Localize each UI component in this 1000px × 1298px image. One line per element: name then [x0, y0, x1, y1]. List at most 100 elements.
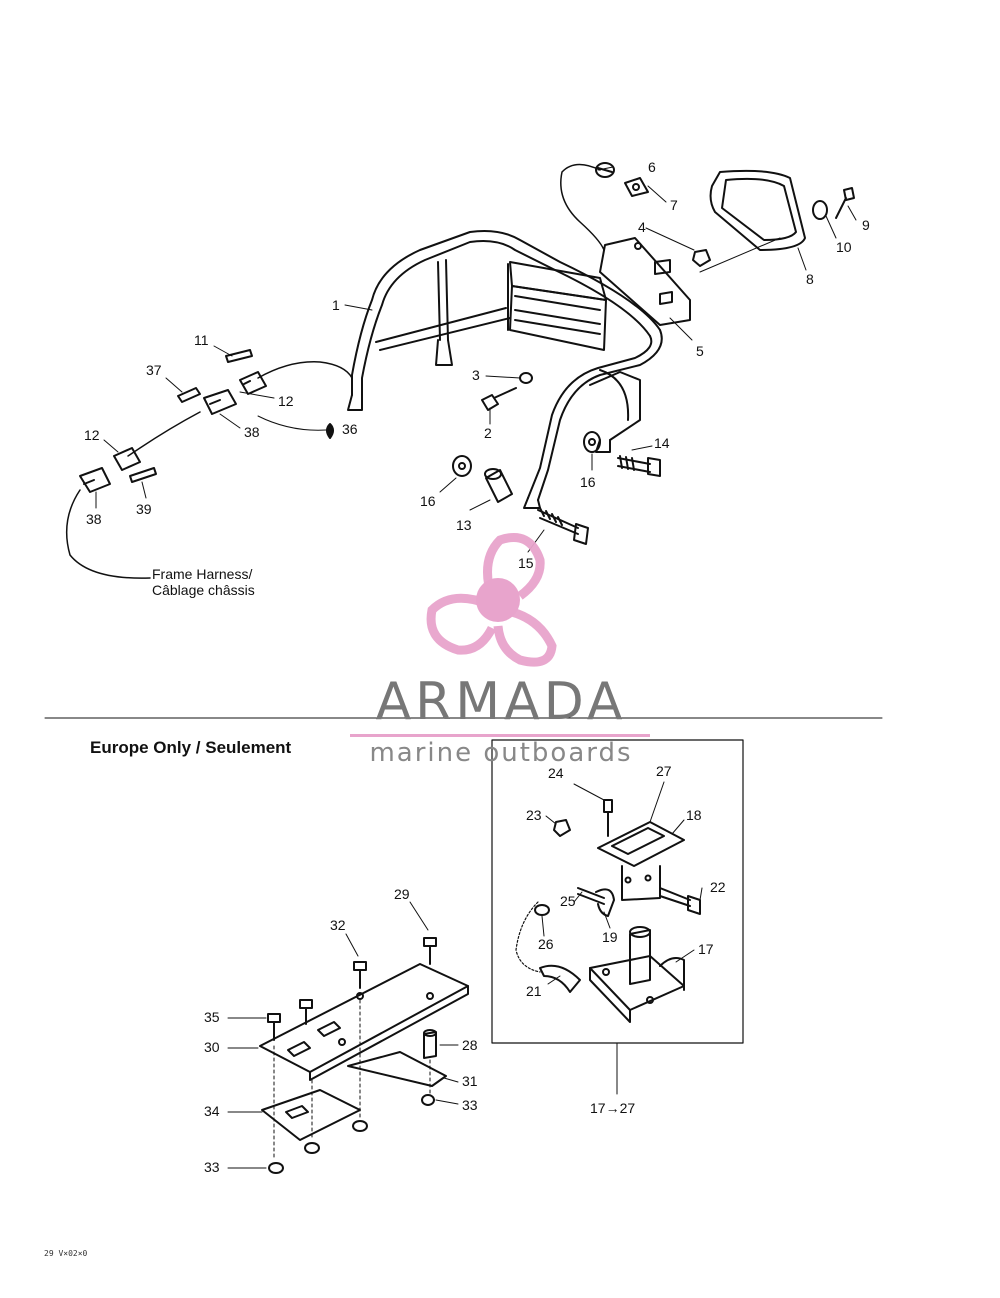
watermark-brand: ARMADA [375, 672, 627, 732]
callout-13: 13 [456, 517, 472, 533]
propeller-hub [476, 578, 520, 622]
terminal-39 [129, 467, 157, 483]
callout-36: 36 [342, 421, 358, 437]
nut-33-left [268, 1120, 368, 1174]
spacer-28 [423, 1029, 437, 1059]
bolt-2 [481, 387, 517, 411]
callout-23: 23 [526, 807, 542, 823]
spacer-13 [484, 468, 513, 503]
connector-38-lower [79, 467, 111, 493]
callout-2: 2 [484, 425, 492, 441]
pin-24 [603, 799, 613, 837]
plate-34 [261, 1089, 361, 1141]
bulb [624, 177, 649, 197]
plate-31 [347, 1051, 447, 1087]
callout-3: 3 [472, 367, 480, 383]
callout-26: 26 [538, 936, 554, 952]
callout-19: 19 [602, 929, 618, 945]
harness-wire-middle [127, 411, 201, 457]
callout-4: 4 [638, 219, 646, 235]
callout-35: 35 [204, 1009, 220, 1025]
callout-33-right: 33 [462, 1097, 478, 1113]
harness-label-line-2: Câblage châssis [152, 582, 255, 598]
bolt-15 [537, 507, 589, 545]
pin-21 [539, 964, 581, 993]
bolt-22 [659, 887, 701, 915]
callout-25: 25 [560, 893, 576, 909]
nut-4 [692, 249, 711, 267]
washer-16b [583, 431, 601, 453]
callout-24: 24 [548, 765, 564, 781]
leader-lines [95, 166, 857, 1169]
callout-21: 21 [526, 983, 542, 999]
callout-38-upper: 38 [244, 424, 260, 440]
cable-tie-36 [326, 423, 334, 439]
watermark-rule [350, 734, 650, 737]
callout-37: 37 [146, 362, 162, 378]
washer-3 [519, 372, 533, 384]
lamp-wire [560, 163, 605, 251]
callout-18: 18 [686, 807, 702, 823]
callout-15: 15 [518, 555, 534, 571]
nut-23 [553, 819, 571, 837]
harness-wire-upper [257, 361, 353, 379]
watermark-tagline: marine outboards [369, 738, 633, 768]
callout-5: 5 [696, 343, 704, 359]
hitch-17 [589, 926, 685, 1023]
terminal-11 [225, 349, 253, 363]
tail-light [709, 169, 806, 251]
propeller-logo [426, 533, 557, 667]
callout-39: 39 [136, 501, 152, 517]
harness-label-line-1: Frame Harness/ [152, 566, 253, 582]
washer-10 [812, 200, 828, 220]
connector-12-upper [239, 371, 267, 395]
callout-34: 34 [204, 1103, 220, 1119]
callout-28: 28 [462, 1037, 478, 1053]
callout-9: 9 [862, 217, 870, 233]
callout-29: 29 [394, 886, 410, 902]
callout-32: 32 [330, 917, 346, 933]
washer-26 [534, 904, 550, 916]
callout-16-right: 16 [580, 474, 596, 490]
washer-16a [452, 455, 472, 477]
callout-27: 27 [656, 763, 672, 779]
backrest-pad [507, 261, 607, 351]
lanyard-chain [515, 901, 541, 973]
callout-17: 17 [698, 941, 714, 957]
callout-8: 8 [806, 271, 814, 287]
bolt-29 [423, 937, 437, 965]
callout-10: 10 [836, 239, 852, 255]
callout-14: 14 [654, 435, 670, 451]
harness-wire-lower [65, 489, 151, 579]
drawing-id: 29 V×02×0 [44, 1249, 88, 1258]
callout-33-left: 33 [204, 1159, 220, 1175]
callout-38-lower: 38 [86, 511, 102, 527]
bolt-14 [617, 455, 661, 477]
harness-label: Frame Harness/ Câblage châssis [152, 566, 255, 598]
bolt-25 [577, 887, 605, 905]
callout-12-lower: 12 [84, 427, 100, 443]
screw-9 [835, 187, 855, 219]
terminal-37 [177, 387, 201, 403]
callout-7: 7 [670, 197, 678, 213]
callout-6: 6 [648, 159, 656, 175]
clip-19 [595, 888, 615, 917]
light-bracket [599, 237, 691, 326]
callout-22: 22 [710, 879, 726, 895]
callout-30: 30 [204, 1039, 220, 1055]
bolt-35 [267, 999, 313, 1041]
assembly-lines [273, 999, 431, 1161]
callout-kit-range: 17→27 [590, 1100, 635, 1116]
nut-33-right [421, 1094, 435, 1106]
callout-31: 31 [462, 1073, 478, 1089]
mounting-plate-30 [259, 963, 469, 1081]
callout-11: 11 [194, 332, 209, 348]
callout-1: 1 [332, 297, 340, 313]
lamp-socket [595, 162, 615, 178]
hitch-bracket-18 [597, 821, 685, 901]
bolt-32 [353, 961, 367, 989]
section-title: Europe Only / Seulement [90, 738, 292, 757]
frame-tube [347, 230, 663, 509]
connector-38-upper [203, 389, 237, 415]
